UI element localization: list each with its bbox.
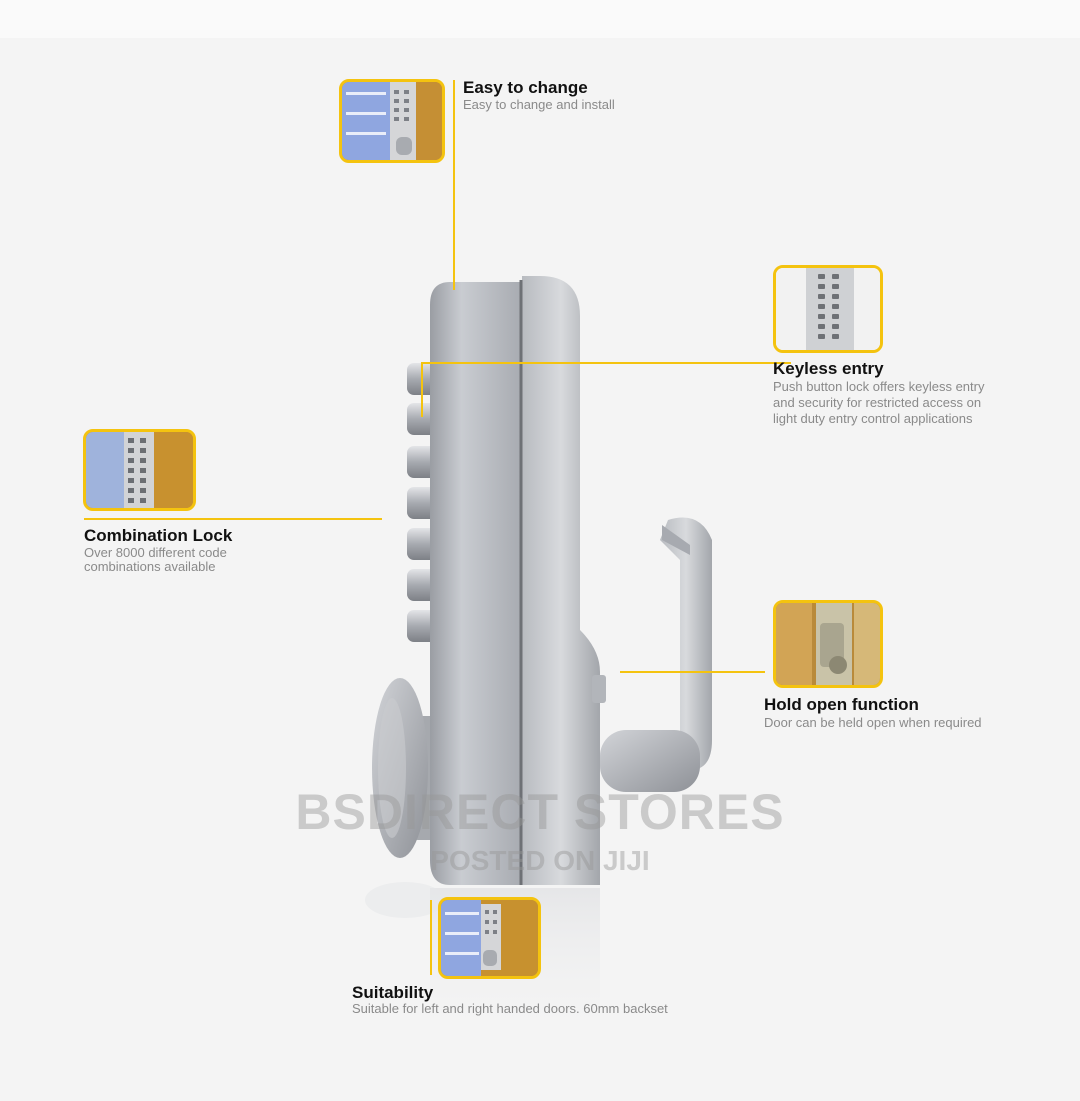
connector-suitability [430,900,432,975]
watermark-posted-on: POSTED ON JIJI [430,845,650,876]
keypad-thumbnail-icon [342,82,442,160]
feature-title-suitability: Suitability [352,983,434,1002]
feature-desc-easy-to-change: Easy to change and install [463,97,615,112]
thumbnail-easy-to-change [339,79,445,163]
connector-hold-open [620,671,765,673]
lever-handle [600,517,712,792]
thumbnail-hold-open [773,600,883,688]
thumbnail-keyless-entry [773,265,883,353]
thumbnail-suitability [438,897,541,979]
feature-desc-keyless-entry-1: Push button lock offers keyless entry [773,379,985,394]
lock-body-side [522,276,600,885]
connector-combination-lock [84,518,382,520]
thumbnail-combination-lock [83,429,196,511]
connector-keyless-drop [421,362,423,417]
keypad-side-icon [86,432,193,508]
feature-desc-combination-lock-1: Over 8000 different code [84,545,227,560]
feature-title-keyless-entry: Keyless entry [773,359,884,378]
feature-desc-combination-lock-2: combinations available [84,559,216,574]
lock-on-door-icon [441,900,538,976]
keypad-closeup-icon [776,268,880,350]
connector-keyless-entry [421,362,791,364]
feature-title-hold-open: Hold open function [764,695,919,714]
watermark-store-name: BSDIRECT STORES [295,784,785,840]
feature-desc-suitability: Suitable for left and right handed doors… [352,1001,668,1016]
feature-title-combination-lock: Combination Lock [84,526,233,545]
lock-body-front [430,282,520,885]
connector-easy-to-change [453,80,455,290]
feature-desc-hold-open: Door can be held open when required [764,715,982,730]
keypad-buttons [407,363,437,642]
feature-title-easy-to-change: Easy to change [463,78,588,97]
feature-desc-keyless-entry-2: and security for restricted access on [773,395,982,410]
feature-desc-keyless-entry-3: light duty entry control applications [773,411,973,426]
top-strip [0,0,1080,38]
hold-open-latch-icon [776,603,880,685]
